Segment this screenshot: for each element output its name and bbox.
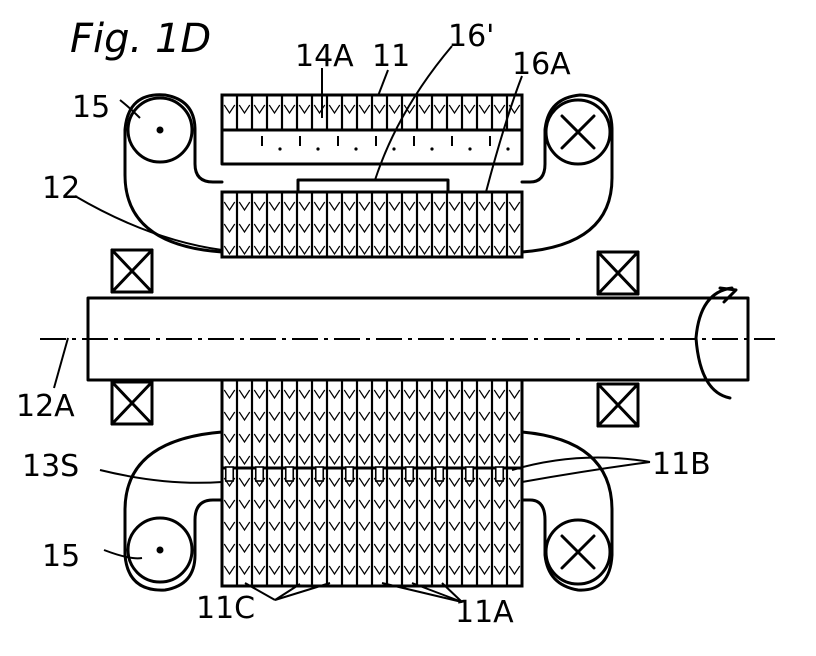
stator-lamination-top xyxy=(222,95,522,130)
rotor-lamination-bottom xyxy=(222,380,522,468)
leader-11B-a xyxy=(512,458,650,471)
label-11: 11 xyxy=(372,39,410,74)
current-in-cross-icon-bottom xyxy=(562,536,594,568)
label-15-top: 15 xyxy=(72,90,110,125)
bearing-left-bottom xyxy=(112,382,152,424)
tooth-profile-16 xyxy=(222,180,522,192)
label-14A: 14A xyxy=(295,39,354,74)
figure-title: Fig. 1D xyxy=(70,16,211,62)
label-11A: 11A xyxy=(455,595,514,630)
stator-lamination-bottom xyxy=(222,467,522,586)
label-13S: 13S xyxy=(22,449,79,484)
rotor-lamination-top xyxy=(222,192,522,257)
bearing-left-top xyxy=(112,250,152,292)
label-12A: 12A xyxy=(16,389,75,424)
current-out-dot-icon xyxy=(157,127,164,134)
label-16A: 16A xyxy=(512,47,571,82)
bearing-right-bottom xyxy=(598,384,638,426)
label-12: 12 xyxy=(42,171,80,206)
winding-top-right-loop xyxy=(522,95,612,252)
leader-16A xyxy=(486,76,522,192)
leader-15-bottom xyxy=(104,550,142,558)
magnet-14A xyxy=(222,130,522,164)
label-11C: 11C xyxy=(196,591,255,626)
magnet-flux-marks xyxy=(262,136,510,151)
leader-11B-b xyxy=(522,462,650,482)
current-in-cross-icon xyxy=(562,116,594,148)
bearing-right-top xyxy=(598,252,638,294)
winding-bottom-left-loop xyxy=(125,432,222,590)
leader-12A xyxy=(54,338,68,388)
label-16-prime: 16' xyxy=(448,19,494,54)
leader-12 xyxy=(75,196,222,250)
label-15-bottom: 15 xyxy=(42,539,80,574)
label-11B: 11B xyxy=(652,447,711,482)
winding-bottom-right-loop xyxy=(522,432,612,590)
leader-13S xyxy=(100,470,222,483)
current-out-dot-icon-bottom xyxy=(157,547,164,554)
